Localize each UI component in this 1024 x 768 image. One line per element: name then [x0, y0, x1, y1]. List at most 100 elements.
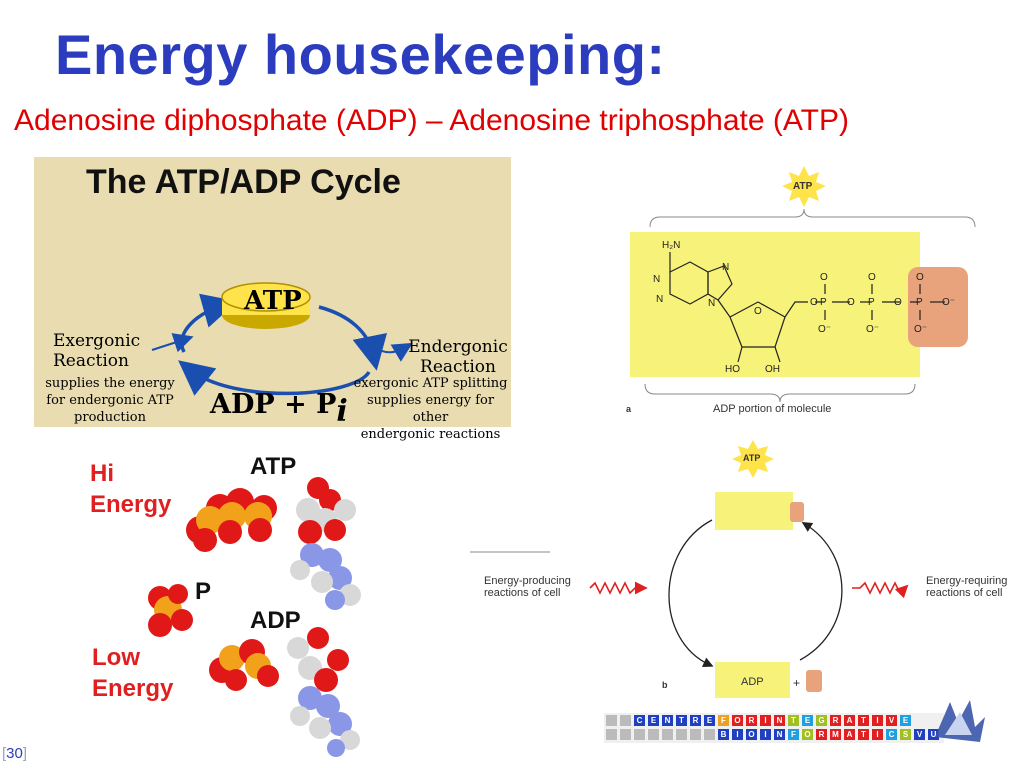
page-title: Energy housekeeping: [55, 23, 666, 86]
logo-letter: R [816, 729, 827, 740]
svg-text:P: P [916, 297, 923, 308]
coupling-phosphate-box [790, 502, 804, 522]
atp-structure-diagram: H₂N N N N N O HO OH O O P O⁻ O O P O⁻ O … [630, 166, 976, 403]
coupling-plus: + [793, 676, 801, 690]
coupling-pi-box [806, 670, 822, 692]
cycle-title: The ATP/ADP Cycle [86, 163, 401, 201]
svg-text:O⁻: O⁻ [914, 324, 927, 335]
molecule-atp-label: ATP [250, 453, 297, 480]
logo-letter: R [830, 715, 841, 726]
svg-text:OH: OH [765, 364, 780, 375]
adp-molecule [209, 627, 360, 757]
endergonic-label: Endergonic Reaction [408, 337, 508, 377]
logo-letter: E [900, 715, 911, 726]
cycle-arrow-top-left [180, 293, 238, 353]
logo-filler-cell [704, 729, 715, 740]
logo-filler-cell [606, 715, 617, 726]
logo-letter: B [718, 729, 729, 740]
university-emblem-icon [935, 700, 985, 742]
atp-starburst-icon [782, 166, 826, 207]
phosphate-box [908, 267, 968, 347]
logo-letter: A [844, 715, 855, 726]
svg-text:O⁻: O⁻ [818, 324, 831, 335]
logo-letter: C [886, 729, 897, 740]
energy-producing-label: Energy-producing reactions of cell [484, 575, 571, 599]
page-number: [30] [2, 745, 28, 762]
exergonic-note: supplies the energy for endergonic ATP p… [45, 376, 175, 425]
logo-filler-cell [662, 729, 673, 740]
endergonic-note: exergonic ATP splitting supplies energy … [353, 376, 508, 442]
space-filling-molecules [148, 477, 361, 757]
logo-letter: A [844, 729, 855, 740]
atp-adp-cycle-panel: The ATP/ADP Cycle ATP ADP + Pi Exergonic… [34, 157, 511, 442]
low-energy-label: Low Energy [92, 644, 174, 702]
logo-letter: V [914, 729, 925, 740]
logo-letter: N [774, 729, 785, 740]
logo-letter: V [886, 715, 897, 726]
svg-text:O: O [847, 297, 855, 308]
coupling-adp-label: ADP [741, 676, 764, 688]
logo-letter: U [928, 729, 939, 740]
svg-text:O⁻: O⁻ [942, 297, 955, 308]
logo-letter: T [858, 715, 869, 726]
molecule-p-label: P [195, 578, 212, 605]
logo-filler-cell [606, 729, 617, 740]
endergonic-arrow [373, 342, 413, 362]
exergonic-arrow [151, 333, 194, 353]
coupling-atp-badge: ATP [743, 453, 761, 463]
atp-molecule [186, 477, 361, 610]
svg-text:O: O [754, 306, 762, 317]
logo-letter: T [858, 729, 869, 740]
adp-portion-bracket [644, 383, 916, 403]
logo-letter: C [634, 715, 645, 726]
logo-letter: O [732, 715, 743, 726]
coupling-atp-box [715, 492, 793, 530]
cycle-arrow-top-right [318, 305, 388, 371]
svg-text:O⁻: O⁻ [866, 324, 879, 335]
svg-text:P: P [868, 297, 875, 308]
logo-filler-cell [620, 729, 631, 740]
logo-filler-cell [620, 715, 631, 726]
panel-letter-a: a [626, 404, 632, 414]
energy-requiring-wave [852, 581, 909, 599]
logo-letter: N [662, 715, 673, 726]
svg-text:O: O [810, 297, 818, 308]
coupling-atp-starburst-icon [732, 440, 774, 478]
logo-letter: R [746, 715, 757, 726]
adp-structure-box [630, 232, 920, 377]
logo-letter: I [760, 715, 771, 726]
energy-producing-wave [589, 581, 648, 595]
logo-letter: E [802, 715, 813, 726]
svg-text:O: O [894, 297, 902, 308]
svg-text:O: O [868, 272, 876, 283]
cycle-arrow-bottom [178, 360, 371, 396]
logo-letter: O [746, 729, 757, 740]
logo-letter: F [788, 729, 799, 740]
logo-letter: S [900, 729, 911, 740]
pi-subscript: i [336, 394, 348, 429]
logo-filler-cell [634, 729, 645, 740]
structure-atp-badge: ATP [793, 181, 813, 192]
energy-coupling-diagram [470, 440, 909, 698]
svg-text:HO: HO [725, 364, 740, 375]
logo-letter: E [704, 715, 715, 726]
logo-filler-cell [690, 729, 701, 740]
logo-letter: I [760, 729, 771, 740]
logo-letter: I [872, 729, 883, 740]
cycle-atp-label: ATP [244, 286, 302, 316]
molecule-adp-label: ADP [250, 607, 301, 634]
svg-text:P: P [820, 297, 827, 308]
svg-text:N: N [708, 298, 715, 309]
coupling-adp-box [715, 662, 790, 698]
cycle-adp-label: ADP + Pi [210, 389, 348, 429]
logo-letter: T [788, 715, 799, 726]
logo-letter: I [872, 715, 883, 726]
page-subtitle: Adenosine diphosphate (ADP) – Adenosine … [14, 104, 849, 137]
svg-text:N: N [656, 294, 663, 305]
svg-text:N: N [653, 274, 660, 285]
logo-filler-cell [676, 729, 687, 740]
atp-bracket [649, 208, 976, 228]
logo-letter: F [718, 715, 729, 726]
hi-energy-label: Hi Energy [90, 460, 172, 518]
